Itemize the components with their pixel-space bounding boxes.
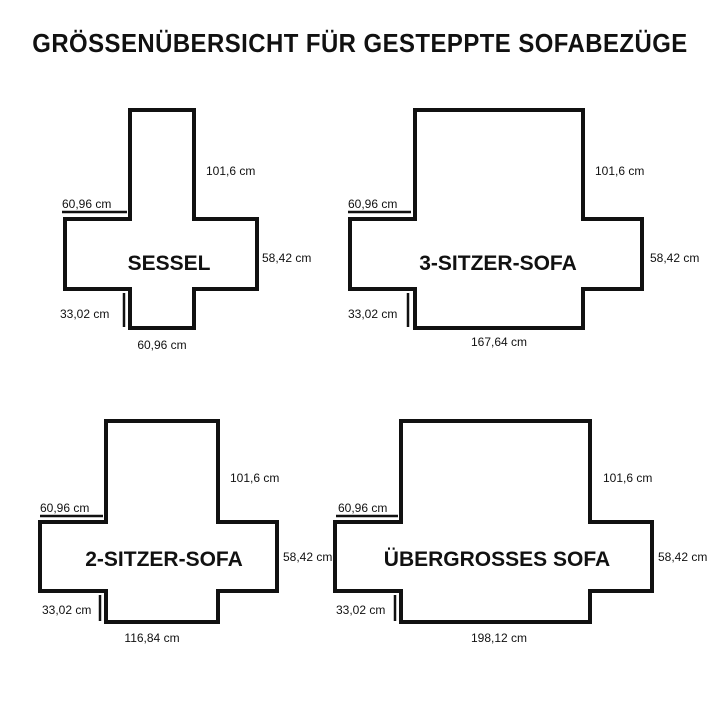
uebergrosses-sofa-back-height: 101,6 cm [603, 471, 652, 485]
2-sitzer-sofa-seat-width: 116,84 cm [124, 631, 179, 645]
2-sitzer-sofa-arm-width: 60,96 cm [40, 501, 89, 515]
sessel-front-drop: 33,02 cm [60, 307, 109, 321]
uebergrosses-sofa-front-drop: 33,02 cm [336, 603, 385, 617]
2-sitzer-sofa-side-height: 58,42 cm [283, 550, 332, 564]
cover-sessel: SESSEL 101,6 cm 60,96 cm 58,42 cm 33,02 … [60, 108, 311, 352]
3-sitzer-sofa-label: 3-SITZER-SOFA [419, 252, 577, 275]
3-sitzer-sofa-arm-width: 60,96 cm [348, 197, 397, 211]
sessel-label: SESSEL [128, 252, 211, 275]
sessel-back-height: 101,6 cm [206, 164, 255, 178]
uebergrosses-sofa-arm-width: 60,96 cm [338, 501, 387, 515]
cover-2-sitzer-sofa: 2-SITZER-SOFA 101,6 cm 60,96 cm 58,42 cm… [38, 419, 332, 645]
cover-3-sitzer-sofa: 3-SITZER-SOFA 101,6 cm 60,96 cm 58,42 cm… [348, 108, 699, 349]
sessel-side-height: 58,42 cm [262, 251, 311, 265]
cover-uebergrosses-sofa: ÜBERGROSSES SOFA 101,6 cm 60,96 cm 58,42… [333, 419, 707, 645]
3-sitzer-sofa-side-height: 58,42 cm [650, 251, 699, 265]
sessel-seat-width: 60,96 cm [137, 338, 186, 352]
3-sitzer-sofa-seat-width: 167,64 cm [471, 335, 527, 349]
uebergrosses-sofa-seat-width: 198,12 cm [471, 631, 527, 645]
sessel-arm-width: 60,96 cm [62, 197, 111, 211]
sessel-outline [63, 108, 259, 330]
uebergrosses-sofa-label: ÜBERGROSSES SOFA [384, 548, 610, 571]
2-sitzer-sofa-back-height: 101,6 cm [230, 471, 279, 485]
page-title: GRÖSSENÜBERSICHT FÜR GESTEPPTE SOFABEZÜG… [32, 28, 688, 58]
3-sitzer-sofa-back-height: 101,6 cm [595, 164, 644, 178]
2-sitzer-sofa-front-drop: 33,02 cm [42, 603, 91, 617]
uebergrosses-sofa-side-height: 58,42 cm [658, 550, 707, 564]
2-sitzer-sofa-outline [38, 419, 279, 624]
3-sitzer-sofa-front-drop: 33,02 cm [348, 307, 397, 321]
3-sitzer-sofa-outline [348, 108, 644, 330]
uebergrosses-sofa-outline [333, 419, 654, 624]
2-sitzer-sofa-label: 2-SITZER-SOFA [85, 548, 243, 571]
